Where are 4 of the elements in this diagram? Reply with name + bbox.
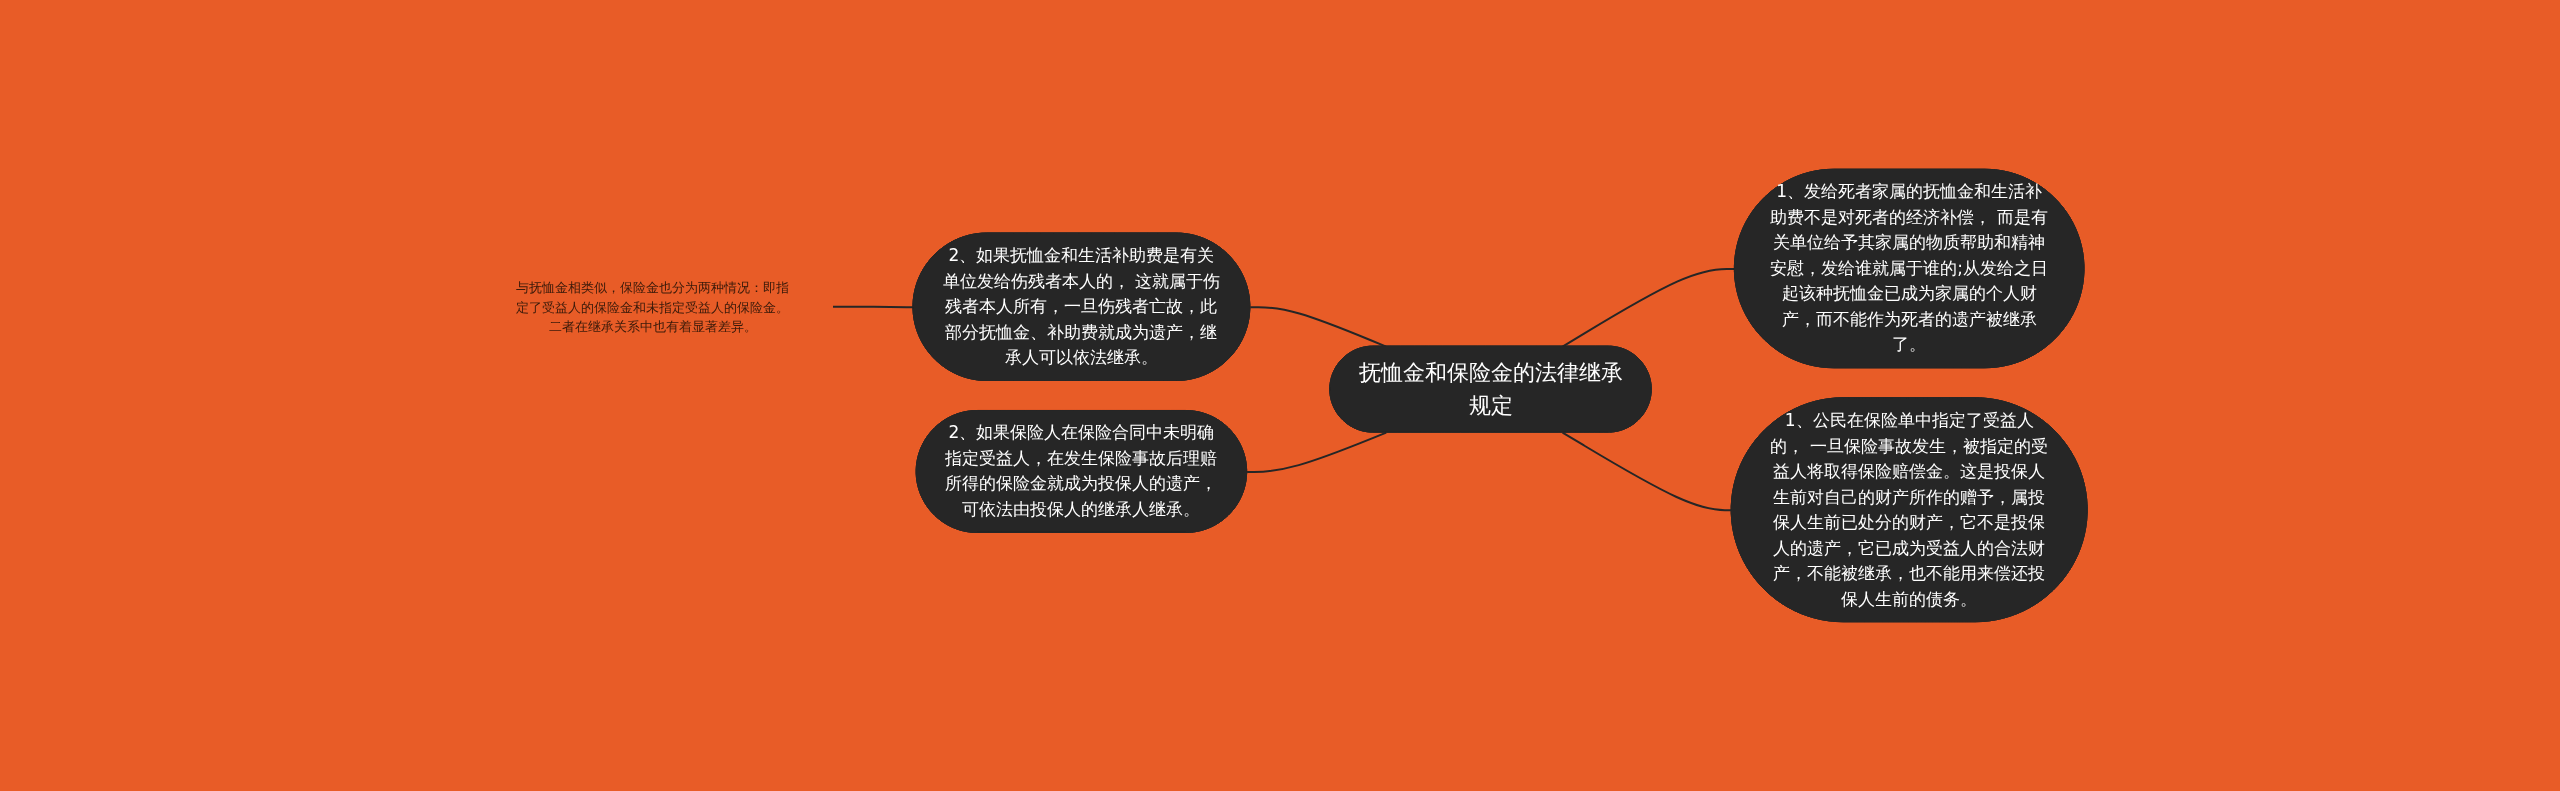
connector: [1246, 431, 1388, 473]
connector: [1561, 431, 1733, 512]
connector: [1561, 267, 1736, 348]
node-text: 与抚恤金相类似，保险金也分为两种情况：即指定了受益人的保险金和未指定受益人的保险金。二者在继承关系中也有着显著差异。: [516, 279, 790, 334]
